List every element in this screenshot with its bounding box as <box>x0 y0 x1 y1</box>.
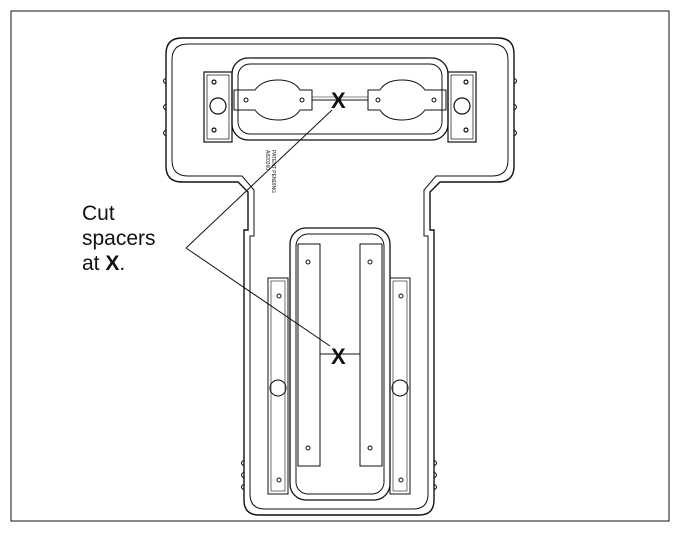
stem-spacer-left <box>297 243 321 467</box>
cut-mark-bottom: X <box>331 344 346 369</box>
left-rail <box>267 277 289 495</box>
stem-spacer-right <box>359 243 383 467</box>
callout-leaders <box>185 109 333 347</box>
top-slot-inner <box>237 63 443 135</box>
top-spacer-left <box>233 79 313 121</box>
patent-text-line2: A820260 <box>264 150 270 170</box>
left-ear-tab <box>203 71 233 143</box>
figure-frame <box>10 10 670 522</box>
stem-slot-inner <box>295 233 385 495</box>
crossbar-notches <box>163 77 517 491</box>
callout-line3-prefix: at <box>82 252 106 275</box>
right-rail <box>389 277 411 495</box>
cut-mark-top: X <box>331 88 346 113</box>
plate-outline-outer <box>165 37 515 516</box>
callout-line3-suffix: . <box>119 252 126 275</box>
top-spacer-right <box>367 79 447 121</box>
plate-outline-inner <box>171 43 509 510</box>
callout-line3: at X. <box>82 251 192 276</box>
callout-mark: X <box>105 252 120 275</box>
cut-spacers-callout: Cut spacers at X. <box>82 201 192 276</box>
callout-line2: spacers <box>82 227 156 250</box>
right-ear-tab <box>447 71 477 143</box>
callout-line1: Cut <box>82 202 115 225</box>
patent-text-line1: PATENT PENDING <box>270 150 276 193</box>
